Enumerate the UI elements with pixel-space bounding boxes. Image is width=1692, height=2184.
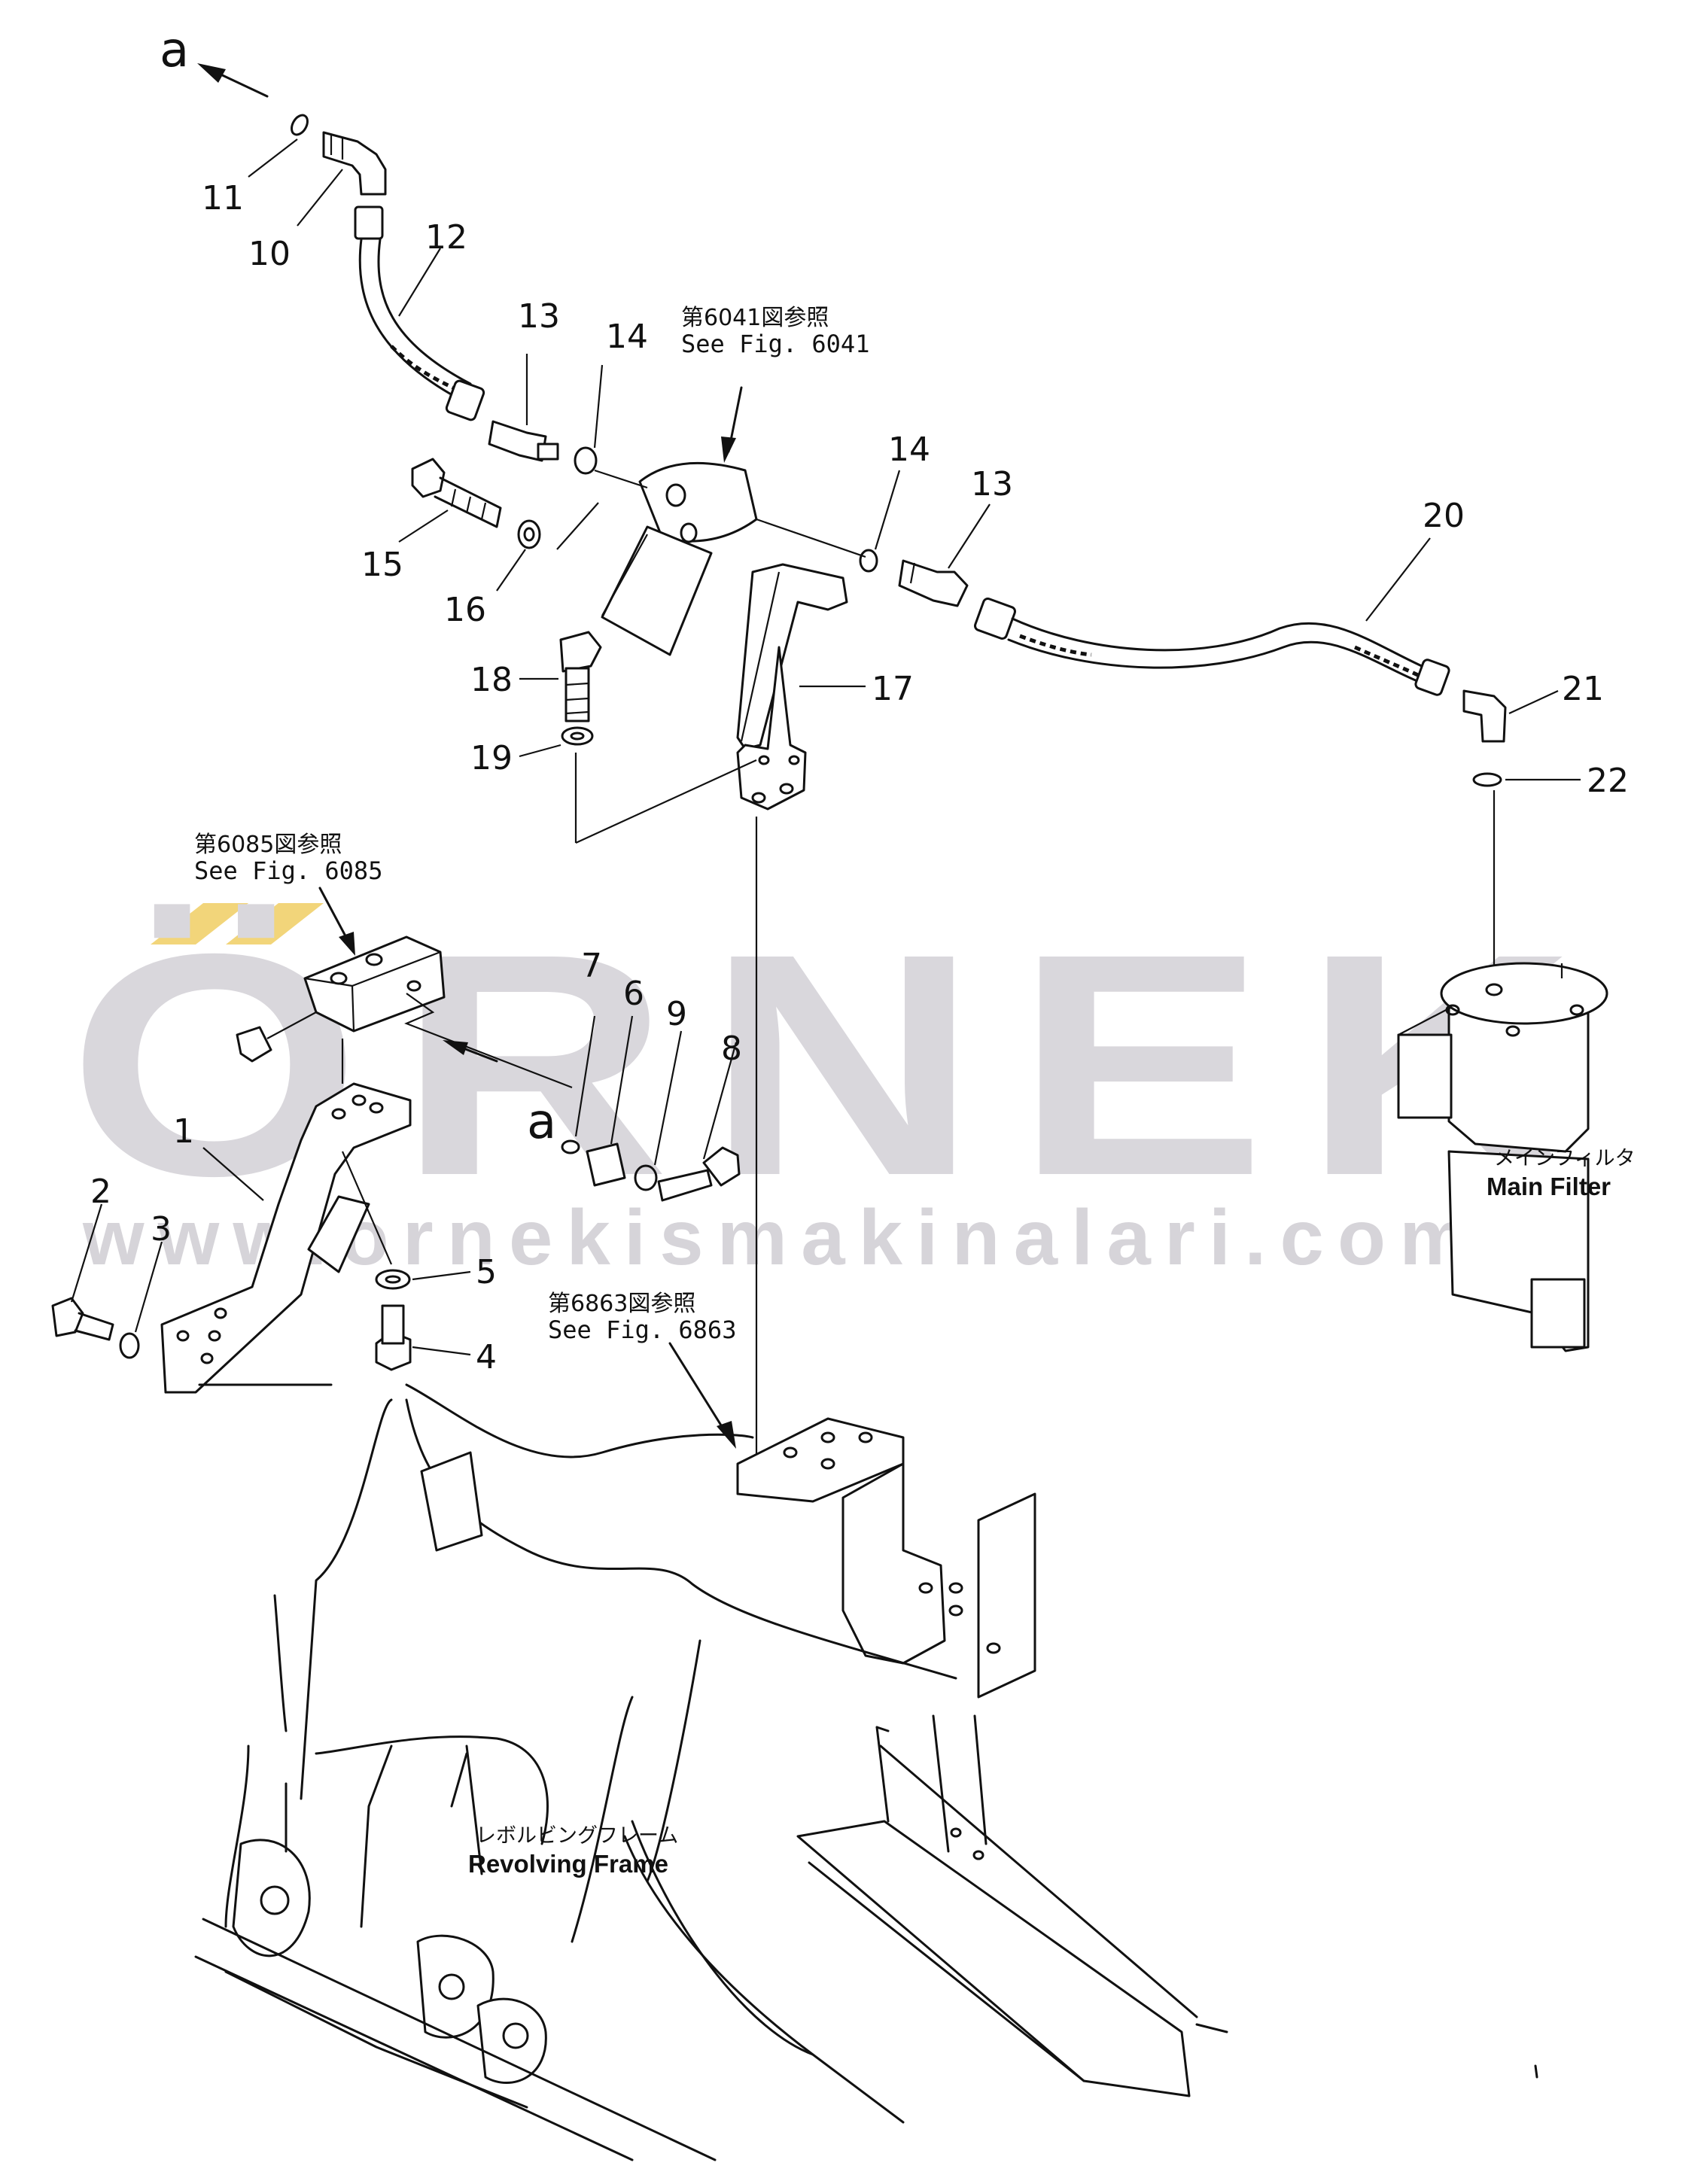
callout-12: 12 — [425, 218, 467, 257]
revolving-frame-label-jp: レボルビングフレーム — [476, 1824, 678, 1848]
filter-head-assembly — [398, 354, 991, 656]
callout-17: 17 — [872, 670, 914, 708]
callout-8: 8 — [721, 1030, 742, 1068]
callout-14-left: 14 — [606, 318, 648, 356]
hose-12-assembly — [197, 63, 485, 421]
hose-20-assembly — [973, 537, 1581, 967]
ref-6863-en: See Fig. 6863 — [548, 1316, 736, 1344]
callout-3: 3 — [151, 1210, 172, 1249]
ref-6041-en: See Fig. 6041 — [681, 330, 869, 358]
revolving-frame-label-en: Revolving Frame — [468, 1850, 668, 1878]
callout-19: 19 — [470, 739, 513, 777]
revolving-frame — [194, 1383, 1538, 2161]
ref-6085-en: See Fig. 6085 — [194, 856, 382, 885]
callout-10: 10 — [248, 235, 291, 273]
callout-5: 5 — [476, 1253, 497, 1291]
valve-bracket-assembly — [51, 887, 741, 1394]
callout-15: 15 — [361, 546, 403, 584]
watermark-accent-left — [151, 903, 248, 944]
callout-9: 9 — [666, 995, 687, 1033]
callout-11: 11 — [202, 179, 244, 217]
callout-16: 16 — [444, 591, 486, 629]
callout-22: 22 — [1587, 762, 1629, 800]
main-filter-label-en: Main Filter — [1487, 1173, 1611, 1200]
bracket-17 — [519, 563, 866, 1475]
main-filter — [1397, 962, 1608, 1352]
connector-letters: a a — [160, 23, 556, 1150]
callout-7: 7 — [581, 947, 602, 985]
callout-13-right: 13 — [971, 465, 1013, 503]
callout-21: 21 — [1562, 670, 1604, 708]
watermark-accent-right — [226, 903, 324, 944]
callout-14-right: 14 — [888, 430, 930, 469]
callout-18: 18 — [470, 661, 513, 699]
callout-numbers: 11 10 12 13 14 14 13 20 15 16 17 18 19 2… — [90, 179, 1629, 1376]
callout-1: 1 — [173, 1112, 194, 1151]
component-labels: メインフィルタ Main Filter レボルビングフレーム Revolving… — [468, 1147, 1636, 1878]
ref-6085-jp: 第6085図参照 — [194, 832, 342, 858]
connector-a-top: a — [160, 23, 189, 78]
mount-bracket-6863 — [668, 1342, 1036, 1699]
main-filter-label-jp: メインフィルタ — [1494, 1147, 1636, 1170]
callout-13-left: 13 — [518, 297, 560, 336]
ref-6863-jp: 第6863図参照 — [548, 1291, 695, 1317]
callout-20: 20 — [1423, 497, 1465, 535]
connector-a-mid: a — [527, 1094, 556, 1150]
figure-references: 第6041図参照 See Fig. 6041 第6085図参照 See Fig.… — [194, 305, 869, 1344]
callout-4: 4 — [476, 1338, 497, 1376]
ref-6041-jp: 第6041図参照 — [681, 305, 829, 331]
callout-2: 2 — [90, 1173, 111, 1211]
callout-6: 6 — [623, 975, 644, 1013]
